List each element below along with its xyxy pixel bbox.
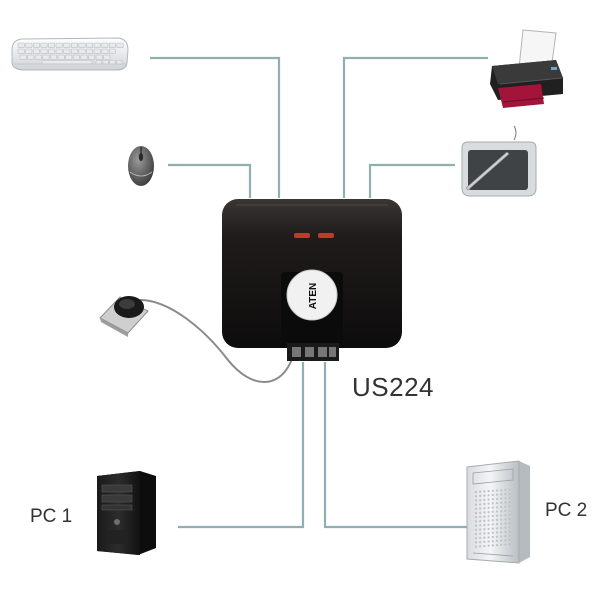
cables [150,56,488,529]
device-model-label: US224 [352,372,434,402]
switch-button [287,270,337,320]
keyboard-icon [11,37,129,71]
pc1-label: PC 1 [30,506,73,527]
mouse-cable [168,163,252,198]
remote-switch-icon [99,296,149,337]
mouse-icon [128,146,154,186]
us224-switch-device [222,199,402,361]
brand-logo: ATEN [308,283,319,309]
printer-cable [342,56,488,198]
printer-icon [490,29,563,108]
drawing-tablet-icon [461,125,537,197]
keyboard-cable [150,56,281,198]
pc2-tower-icon [466,460,530,564]
pc2-label: PC 2 [545,500,588,521]
tablet-cable [368,163,455,198]
led-left [294,233,310,238]
pc1-cable [178,362,305,529]
pc1-tower-icon [97,471,156,555]
pc2-cable [323,362,467,529]
remote-switch-cable [139,299,294,383]
led-right [318,233,334,238]
